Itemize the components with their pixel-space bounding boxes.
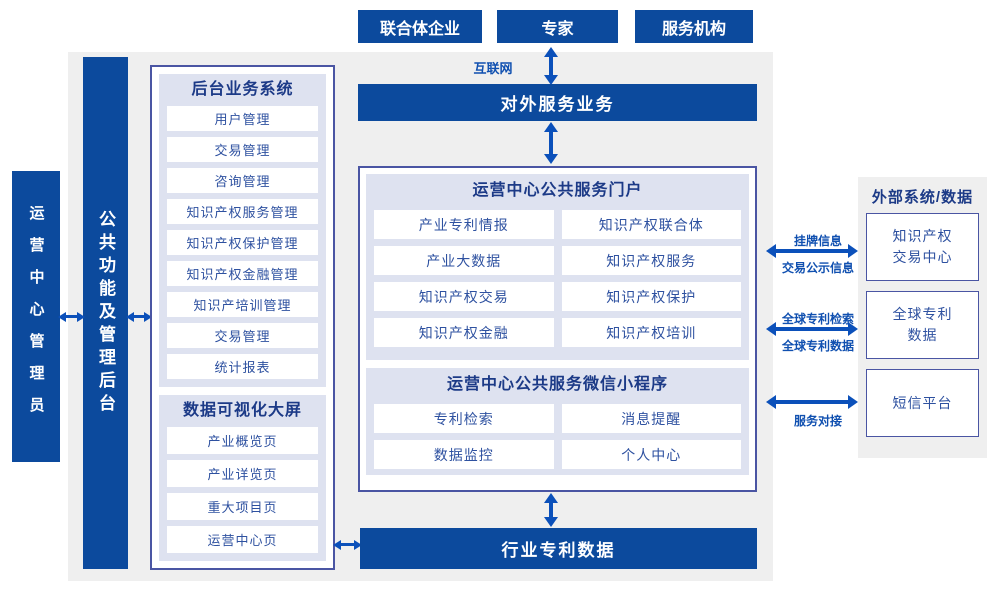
arrow-service-to-portal bbox=[549, 132, 553, 154]
viz-item: 产业概览页 bbox=[167, 427, 318, 454]
external-service-bar: 对外服务业务 bbox=[358, 84, 757, 121]
left-systems-panel: 后台业务系统 用户管理 交易管理 咨询管理 知识产权服务管理 知识产权保护管理 … bbox=[150, 65, 335, 570]
miniprogram-item: 个人中心 bbox=[561, 440, 741, 469]
arrow-portal-to-industry-data bbox=[549, 503, 553, 517]
backend-system-title: 后台业务系统 bbox=[191, 81, 294, 98]
arrow-service-integration bbox=[776, 400, 848, 404]
actor-box-service-org: 服务机构 bbox=[635, 10, 753, 43]
arrow-backend-to-left-panel bbox=[134, 315, 144, 318]
external-box-sms-platform: 短信平台 bbox=[866, 369, 979, 437]
industry-patent-data-bar: 行业专利数据 bbox=[360, 528, 757, 569]
arrow-global-patent bbox=[776, 327, 848, 331]
portal-items: 产业专利情报 知识产权联合体 产业大数据 知识产权服务 知识产权交易 知识产权保… bbox=[374, 210, 741, 347]
link1-bottom-label: 交易公示信息 bbox=[781, 261, 854, 275]
link2-top-label: 全球专利检索 bbox=[781, 312, 854, 326]
actor-box-consortium: 联合体企业 bbox=[358, 10, 482, 43]
backend-system-section: 后台业务系统 用户管理 交易管理 咨询管理 知识产权服务管理 知识产权保护管理 … bbox=[159, 74, 326, 387]
arrow-internet bbox=[549, 57, 553, 75]
portal-title: 运营中心公共服务门户 bbox=[472, 182, 643, 199]
link3-bottom-label: 服务对接 bbox=[793, 414, 842, 428]
portal-item: 产业专利情报 bbox=[374, 210, 554, 239]
viz-item: 产业详览页 bbox=[167, 460, 318, 487]
backend-system-items: 用户管理 交易管理 咨询管理 知识产权服务管理 知识产权保护管理 知识产权金融管… bbox=[167, 106, 318, 379]
external-box-line: 交易中心 bbox=[892, 249, 953, 265]
link1-top-label: 挂牌信息 bbox=[793, 234, 842, 248]
miniprogram-item: 专利检索 bbox=[374, 404, 554, 433]
backend-item: 知识产培训管理 bbox=[167, 292, 318, 317]
link2-bottom-label: 全球专利数据 bbox=[781, 339, 854, 353]
backend-item: 统计报表 bbox=[167, 354, 318, 379]
portal-item: 知识产权交易 bbox=[374, 282, 554, 311]
center-services-panel: 运营中心公共服务门户 产业专利情报 知识产权联合体 产业大数据 知识产权服务 知… bbox=[358, 166, 757, 492]
admin-role-box: 运营中心管理员 bbox=[12, 171, 60, 462]
backend-item: 交易管理 bbox=[167, 137, 318, 162]
miniprogram-title: 运营中心公共服务微信小程序 bbox=[446, 376, 668, 393]
external-box-global-patent-data: 全球专利 数据 bbox=[866, 291, 979, 359]
arrow-leftpanel-to-industry-data bbox=[341, 543, 354, 546]
backend-item: 知识产权服务管理 bbox=[167, 199, 318, 224]
external-box-line: 短信平台 bbox=[892, 394, 953, 411]
backend-item: 咨询管理 bbox=[167, 168, 318, 193]
miniprogram-items: 专利检索 消息提醒 数据监控 个人中心 bbox=[374, 404, 741, 469]
external-systems-panel: 外部系统/数据 知识产权 交易中心 全球专利 数据 短信平台 bbox=[858, 177, 987, 458]
external-box-line: 知识产权 bbox=[892, 228, 953, 244]
arrow-admin-to-backend bbox=[66, 315, 77, 318]
viz-item: 重大项目页 bbox=[167, 493, 318, 520]
data-visualization-section: 数据可视化大屏 产业概览页 产业详览页 重大项目页 运营中心页 bbox=[159, 395, 326, 561]
backend-item: 用户管理 bbox=[167, 106, 318, 131]
external-box-line: 数据 bbox=[907, 327, 938, 343]
portal-item: 知识产权联合体 bbox=[561, 210, 741, 239]
data-visualization-items: 产业概览页 产业详览页 重大项目页 运营中心页 bbox=[167, 427, 318, 553]
external-box-line: 全球专利 bbox=[892, 306, 953, 322]
portal-item: 知识产权金融 bbox=[374, 318, 554, 347]
data-visualization-title: 数据可视化大屏 bbox=[182, 402, 302, 419]
miniprogram-item: 消息提醒 bbox=[561, 404, 741, 433]
portal-item: 知识产权培训 bbox=[561, 318, 741, 347]
miniprogram-section: 运营中心公共服务微信小程序 专利检索 消息提醒 数据监控 个人中心 bbox=[366, 368, 749, 475]
backend-functions-bar: 公共功能及管理后台 bbox=[83, 57, 128, 569]
portal-item: 知识产权服务 bbox=[561, 246, 741, 275]
portal-section: 运营中心公共服务门户 产业专利情报 知识产权联合体 产业大数据 知识产权服务 知… bbox=[366, 174, 749, 360]
external-systems-title: 外部系统/数据 bbox=[871, 189, 974, 206]
portal-item: 产业大数据 bbox=[374, 246, 554, 275]
external-box-ip-trading-center: 知识产权 交易中心 bbox=[866, 213, 979, 281]
actor-box-expert: 专家 bbox=[497, 10, 618, 43]
backend-item: 知识产权保护管理 bbox=[167, 230, 318, 255]
portal-item: 知识产权保护 bbox=[561, 282, 741, 311]
miniprogram-item: 数据监控 bbox=[374, 440, 554, 469]
viz-item: 运营中心页 bbox=[167, 526, 318, 553]
arrow-listing-info bbox=[776, 249, 848, 253]
backend-item: 交易管理 bbox=[167, 323, 318, 348]
backend-item: 知识产权金融管理 bbox=[167, 261, 318, 286]
internet-label: 互联网 bbox=[473, 61, 513, 76]
